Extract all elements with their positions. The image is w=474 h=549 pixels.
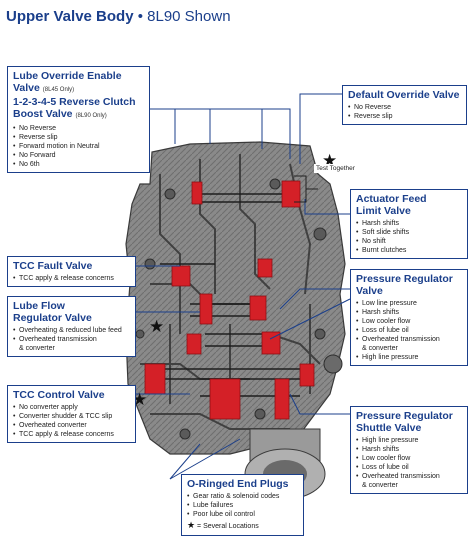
symptom-list: No converter apply Converter shudder & T… — [13, 403, 130, 439]
symptom-list: No Reverse Reverse slip — [348, 103, 461, 121]
callout-lube-flow-regulator-valve: Lube Flow Regulator Valve Overheating & … — [7, 296, 136, 357]
symptom-item: Harsh shifts — [356, 445, 462, 454]
legend: ★ = Several Locations — [187, 520, 298, 532]
callout-title: Actuator Feed — [356, 193, 427, 205]
callout-title: Pressure Regulator — [356, 273, 453, 285]
symptom-item: TCC apply & release concerns — [13, 274, 130, 283]
legend-text: = Several Locations — [197, 523, 259, 530]
symptom-item: & converter — [362, 482, 398, 489]
leader-lines — [136, 93, 351, 480]
symptom-item: High line pressure — [356, 353, 462, 362]
callout-title: Lube Override Enable — [13, 70, 122, 82]
symptom-list: Gear ratio & solenoid codes Lube failure… — [187, 492, 298, 519]
symptom-item: Gear ratio & solenoid codes — [187, 492, 298, 501]
symptom-item: Loss of lube oil — [356, 463, 462, 472]
symptom-item: No 6th — [13, 160, 144, 169]
symptom-item: Overheated transmission — [13, 335, 130, 344]
symptom-list: Harsh shifts Soft slide shifts No shift … — [356, 219, 462, 255]
symptom-list: Overheating & reduced lube feed Overheat… — [13, 326, 130, 353]
valve-body-illustration — [125, 93, 351, 500]
title-main: Upper Valve Body — [6, 8, 134, 25]
symptom-item: Soft slide shifts — [356, 228, 462, 237]
symptom-item: & converter — [362, 345, 398, 352]
symptom-item: No Reverse — [13, 124, 144, 133]
callout-pressure-regulator-valve: Pressure Regulator Valve Low line pressu… — [350, 269, 468, 366]
star-icon: ★ — [187, 520, 196, 530]
star-location-marker: ★ — [149, 317, 165, 336]
symptom-list: Low line pressure Harsh shifts Low coole… — [356, 299, 462, 362]
symptom-item: No converter apply — [13, 403, 130, 412]
symptom-item: Overheated transmission — [356, 472, 462, 481]
symptom-item: Low cooler flow — [356, 454, 462, 463]
callout-o-ringed-end-plugs: O-Ringed End Plugs Gear ratio & solenoid… — [181, 474, 304, 536]
callout-tcc-fault-valve: TCC Fault Valve TCC apply & release conc… — [7, 256, 136, 287]
highlighted-valves — [144, 180, 315, 420]
symptom-item: No Forward — [13, 151, 144, 160]
callout-title: Regulator Valve — [13, 312, 92, 324]
symptom-item: High line pressure — [356, 436, 462, 445]
callout-title: TCC Fault Valve — [13, 260, 93, 272]
title-bar: Upper Valve Body • 8L90 Shown — [0, 0, 474, 34]
callout-title: Limit Valve — [356, 205, 411, 217]
symptom-item: Lube failures — [187, 501, 298, 510]
symptom-list: No Reverse Reverse slip Forward motion i… — [13, 124, 144, 169]
callout-title: Pressure Regulator — [356, 410, 453, 422]
symptom-item: Burnt clutches — [356, 246, 462, 255]
callout-title: O-Ringed End Plugs — [187, 478, 289, 490]
callout-title: Valve — [356, 285, 383, 297]
symptom-item: Low line pressure — [356, 299, 462, 308]
symptom-item: No Reverse — [348, 103, 461, 112]
valve-body-diagram: ★ ★ ★ Test Together Lube Override Enable… — [0, 34, 474, 549]
symptom-item: Harsh shifts — [356, 219, 462, 228]
symptom-list: TCC apply & release concerns — [13, 274, 130, 283]
callout-tcc-control-valve: TCC Control Valve No converter apply Con… — [7, 385, 136, 443]
symptom-item: Forward motion in Neutral — [13, 142, 144, 151]
callout-title: Default Override Valve — [348, 89, 460, 101]
callout-lube-override-enable-valve: Lube Override Enable Valve (8L45 Only) 1… — [7, 66, 150, 173]
symptom-item: & converter — [19, 345, 55, 352]
symptom-item: Reverse slip — [13, 133, 144, 142]
symptom-item: Overheated converter — [13, 421, 130, 430]
callout-title: 1-2-3-4-5 Reverse Clutch — [13, 96, 136, 108]
callout-actuator-feed-limit-valve: Actuator Feed Limit Valve Harsh shifts S… — [350, 189, 468, 259]
symptom-item: Loss of lube oil — [356, 326, 462, 335]
symptom-item: Overheated transmission — [356, 335, 462, 344]
title-separator: • — [133, 8, 148, 25]
callout-title: Shuttle Valve — [356, 422, 422, 434]
test-together-label: Test Together — [314, 164, 357, 173]
symptom-item: Harsh shifts — [356, 308, 462, 317]
title-subtitle: 8L90 Shown — [147, 8, 231, 25]
page-title: Upper Valve Body • 8L90 Shown — [6, 8, 231, 25]
symptom-item: TCC apply & release concerns — [13, 430, 130, 439]
symptom-item: Overheating & reduced lube feed — [13, 326, 130, 335]
symptom-item: Poor lube oil control — [187, 510, 298, 519]
callout-title: Lube Flow — [13, 300, 65, 312]
symptom-item: Low cooler flow — [356, 317, 462, 326]
symptom-item: Converter shudder & TCC slip — [13, 412, 130, 421]
callout-title: Boost Valve (8L90 Only) — [13, 108, 107, 120]
symptom-list: High line pressure Harsh shifts Low cool… — [356, 436, 462, 490]
callout-title: Valve (8L45 Only) — [13, 82, 75, 94]
symptom-item: No shift — [356, 237, 462, 246]
callout-pressure-regulator-shuttle-valve: Pressure Regulator Shuttle Valve High li… — [350, 406, 468, 494]
callout-title: TCC Control Valve — [13, 389, 105, 401]
symptom-item: Reverse slip — [348, 112, 461, 121]
callout-default-override-valve: Default Override Valve No Reverse Revers… — [342, 85, 467, 125]
